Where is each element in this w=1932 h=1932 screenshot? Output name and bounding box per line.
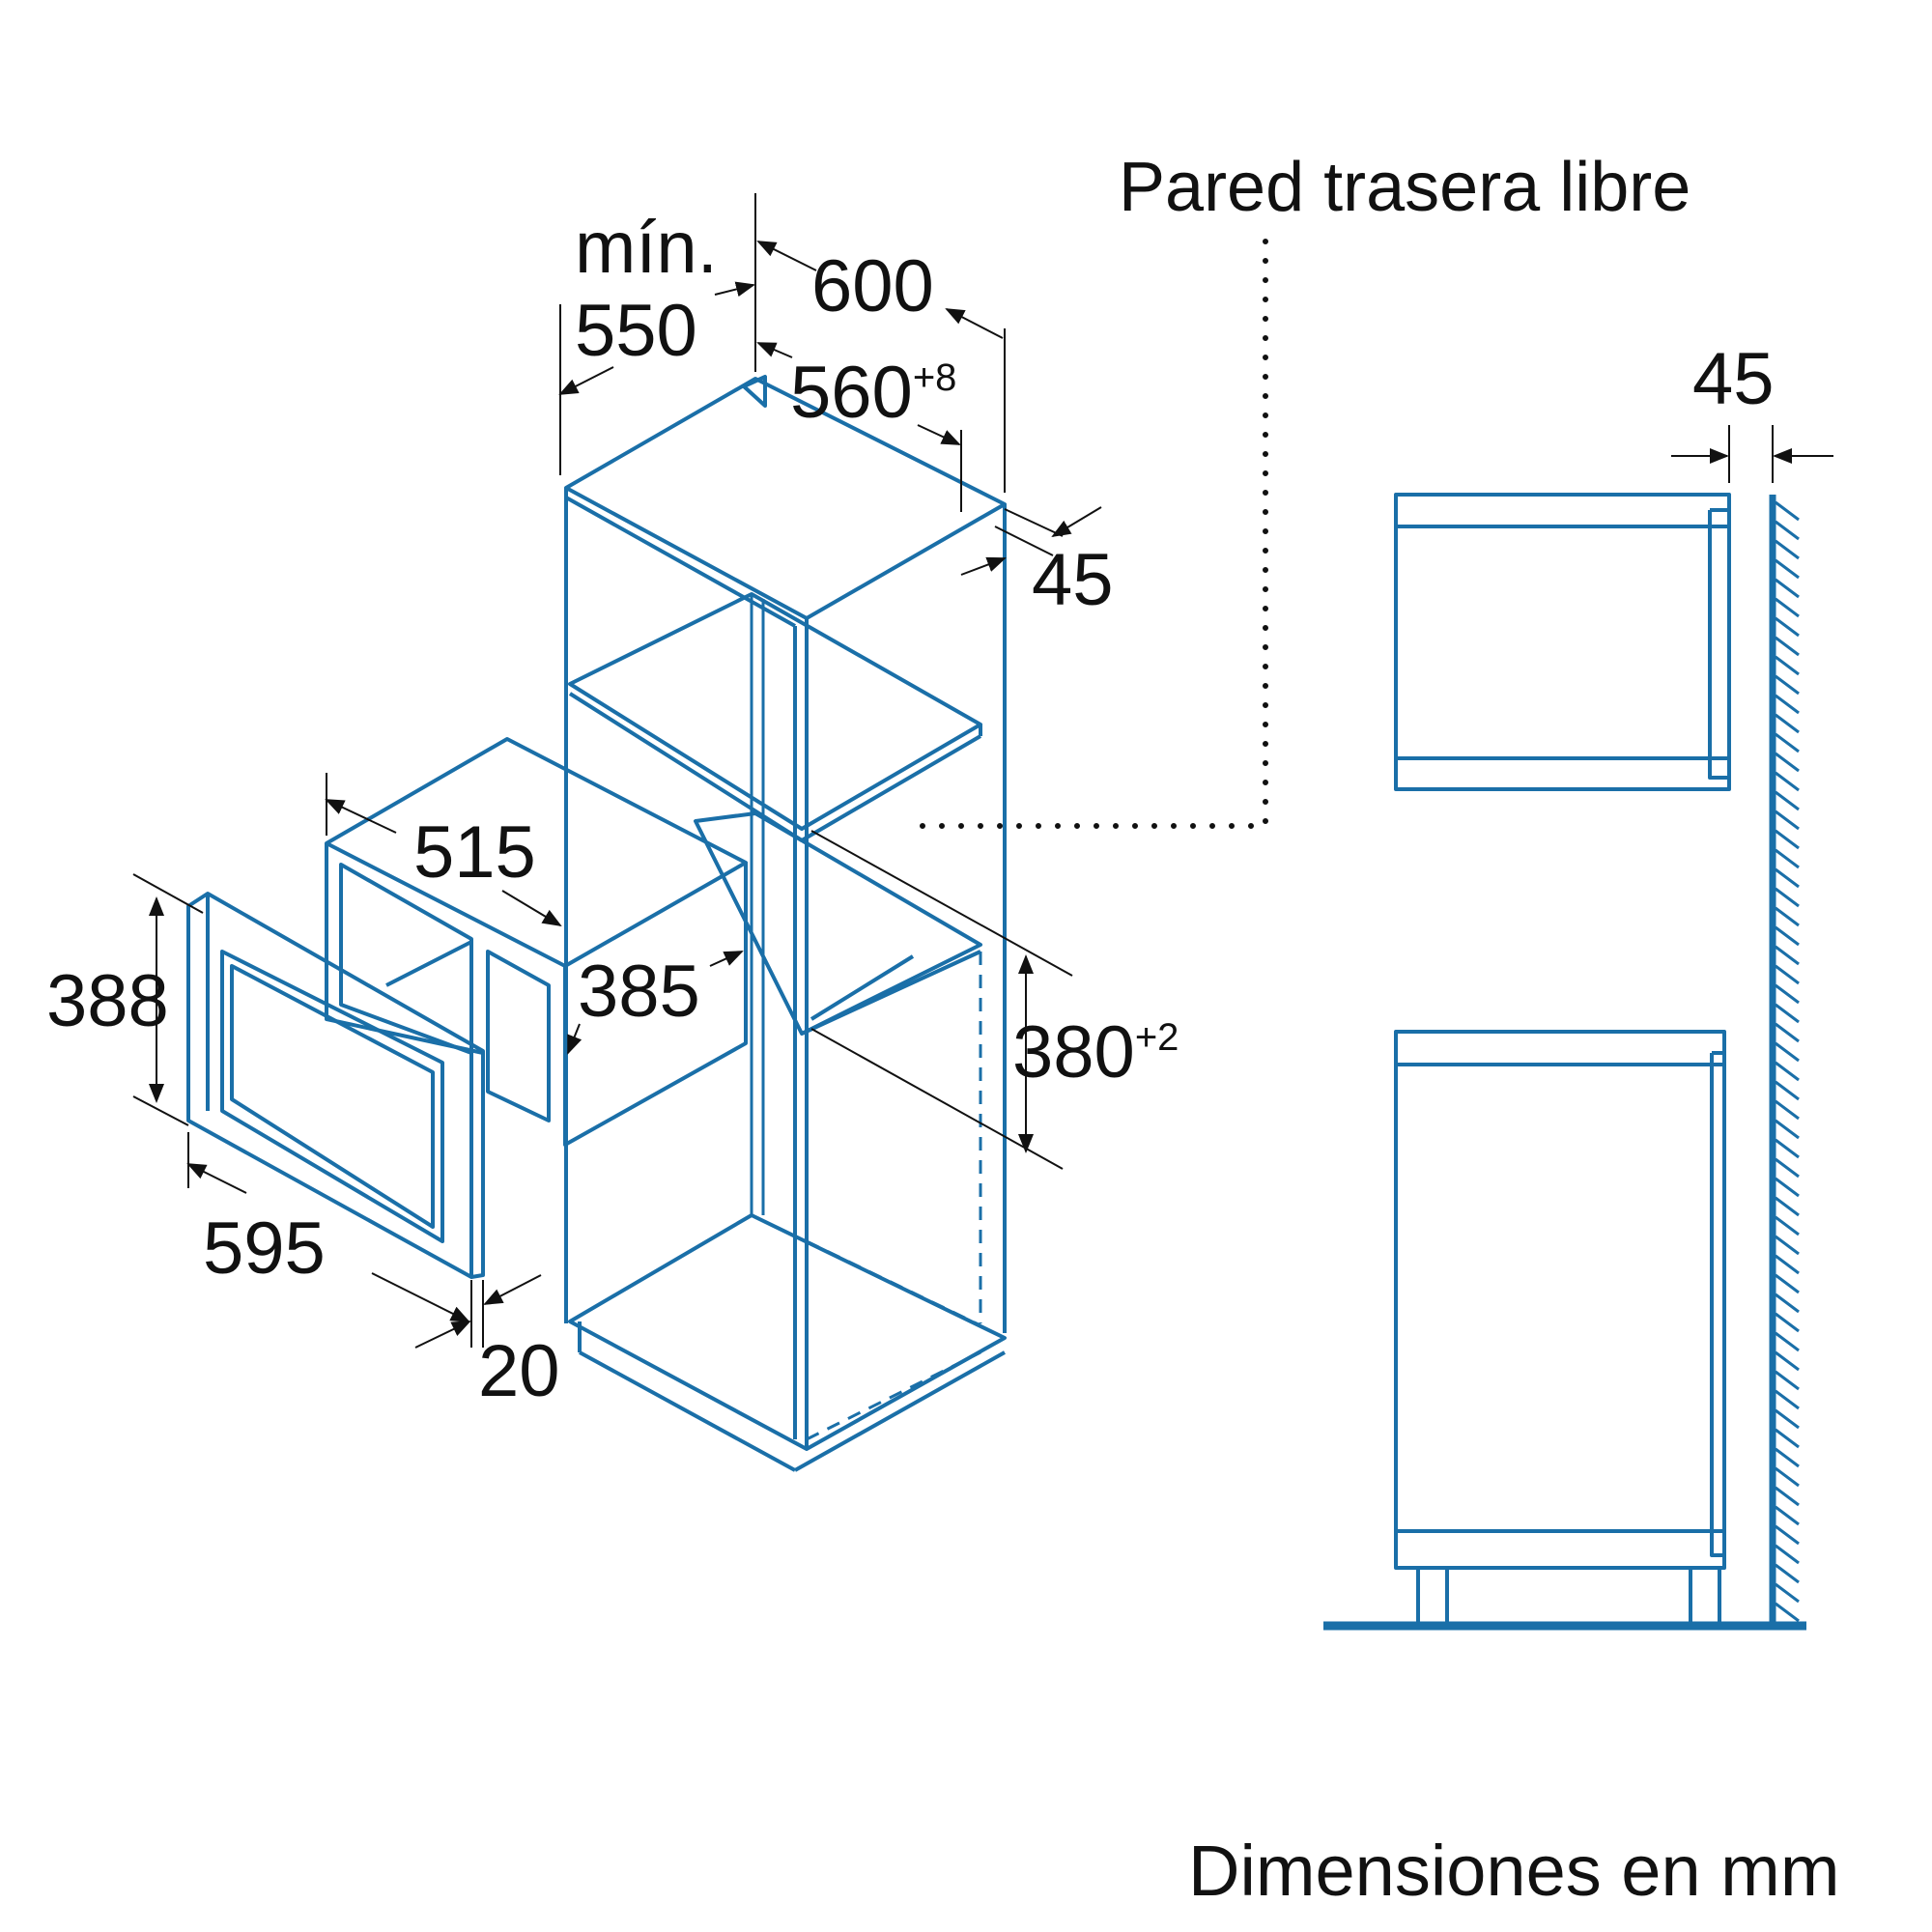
hatch-line — [1775, 1003, 1800, 1024]
hatch-line — [1775, 1486, 1800, 1507]
hatch-line — [1775, 1041, 1800, 1063]
dimension-lines — [132, 193, 1102, 1349]
hatch-line — [1775, 1080, 1800, 1101]
hatch-line — [1775, 752, 1800, 773]
hatch-line — [1775, 713, 1800, 734]
hatch-line — [1775, 790, 1800, 811]
hatch-line — [1775, 1022, 1800, 1043]
hatch-line — [1775, 1350, 1800, 1372]
label-45-top: 45 — [1032, 539, 1114, 621]
hatch-line — [1775, 906, 1800, 927]
hatch-line — [1775, 732, 1800, 753]
hatch-line — [1775, 694, 1800, 715]
hatch-line — [1775, 771, 1800, 792]
label-rear-wall: Pared trasera libre — [1119, 149, 1690, 226]
hatch-line — [1775, 597, 1800, 618]
microwave-body — [325, 737, 748, 1147]
hatch-line — [1775, 1138, 1800, 1159]
hatch-line — [1775, 1466, 1800, 1488]
hatch-line — [1775, 1563, 1800, 1584]
hatch-line — [1775, 520, 1800, 541]
hatch-line — [1775, 867, 1800, 889]
label-600: 600 — [811, 245, 934, 327]
hatch-line — [1775, 1602, 1800, 1623]
hatch-line — [1775, 558, 1800, 580]
label-380: 380+2 — [1012, 1011, 1179, 1094]
hatch-line — [1775, 829, 1800, 850]
label-units: Dimensiones en mm — [1188, 1831, 1839, 1911]
label-388: 388 — [46, 960, 169, 1042]
hatch-line — [1775, 945, 1800, 966]
hatch-line — [1775, 964, 1800, 985]
hatch-line — [1775, 925, 1800, 947]
hatch-line — [1775, 1370, 1800, 1391]
hatch-line — [1775, 1061, 1800, 1082]
label-20: 20 — [478, 1330, 560, 1412]
hatch-line — [1775, 983, 1800, 1005]
microwave-door — [186, 892, 485, 1279]
hatch-line — [1775, 887, 1800, 908]
label-515: 515 — [413, 811, 536, 894]
hatch-line — [1775, 674, 1800, 696]
hatch-line — [1775, 848, 1800, 869]
hatch-line — [1775, 539, 1800, 560]
wall-hatching — [1775, 500, 1800, 1623]
hatch-line — [1775, 1428, 1800, 1449]
hatch-line — [1775, 1235, 1800, 1256]
hatch-line — [1775, 1215, 1800, 1236]
hatch-line — [1775, 500, 1800, 522]
hatch-line — [1775, 1505, 1800, 1526]
hatch-line — [1775, 616, 1800, 638]
hatch-line — [1775, 1312, 1800, 1333]
hatch-line — [1775, 636, 1800, 657]
hatch-line — [1775, 1389, 1800, 1410]
hatch-line — [1775, 1293, 1800, 1314]
rear-wall-leader — [915, 239, 1268, 829]
hatch-line — [1775, 655, 1800, 676]
label-min: mín. — [575, 207, 718, 289]
hatch-line — [1775, 1544, 1800, 1565]
cabinet-side-section — [1323, 493, 1806, 1631]
hatch-line — [1775, 1196, 1800, 1217]
label-385: 385 — [578, 951, 700, 1033]
hatch-line — [1775, 1447, 1800, 1468]
hatch-line — [1775, 578, 1800, 599]
hatch-line — [1775, 1408, 1800, 1430]
hatch-line — [1775, 1273, 1800, 1294]
hatch-line — [1775, 1157, 1800, 1179]
label-550: 550 — [575, 290, 697, 372]
hatch-line — [1775, 1331, 1800, 1352]
hatch-line — [1775, 810, 1800, 831]
label-45-side: 45 — [1692, 338, 1775, 420]
hatch-line — [1775, 1254, 1800, 1275]
hatch-line — [1775, 1582, 1800, 1604]
hatch-line — [1775, 1099, 1800, 1121]
label-560: 560+8 — [790, 352, 956, 434]
hatch-line — [1775, 1119, 1800, 1140]
hatch-line — [1775, 1524, 1800, 1546]
hatch-line — [1775, 1177, 1800, 1198]
label-595: 595 — [203, 1208, 326, 1290]
side-dimension-45 — [1671, 425, 1833, 483]
cabinet-isometric — [564, 375, 1007, 1472]
